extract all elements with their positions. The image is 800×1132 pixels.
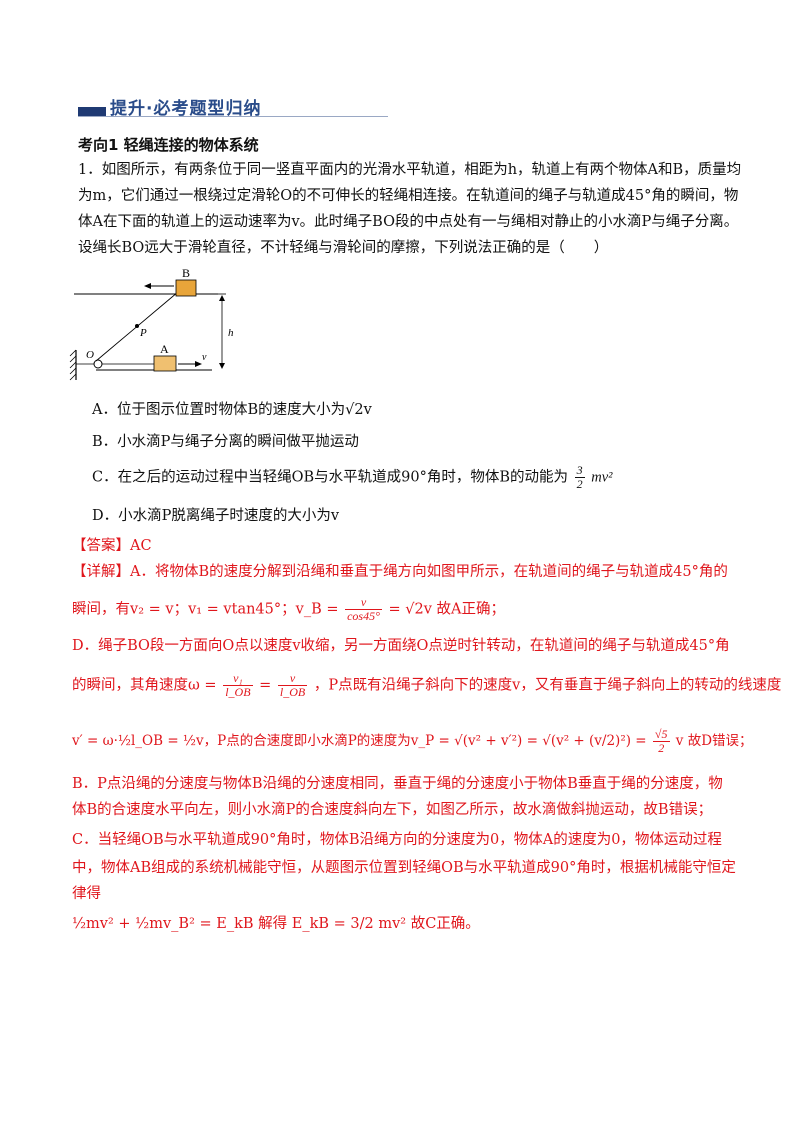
section-title: 考向1 轻绳连接的物体系统 — [78, 136, 259, 154]
option-a: A．位于图示位置时物体B的速度大小为√2v — [92, 402, 372, 418]
label-p: P — [139, 327, 147, 339]
detail-b-line-1: B．P点沿绳的分速度与物体B沿绳的分速度相同，垂直于绳的分速度小于物体B垂直于绳… — [72, 776, 723, 792]
block-b — [175, 279, 197, 297]
detail-c-line-1: C．当轻绳OB与水平轨道成90°角时，物体B沿绳方向的分速度为0，物体A的速度为… — [72, 832, 722, 848]
label-o: O — [86, 349, 94, 361]
banner-underline — [78, 116, 388, 117]
wall-hatch — [69, 349, 77, 381]
detail-c-line-2: 中，物体AB组成的系统机械能守恒，从题图示位置到轻绳OB与水平轨道成90°角时，… — [72, 860, 736, 876]
problem-figure: B A v P O h — [69, 266, 234, 381]
banner-title: 提升·必考题型归纳 — [110, 99, 262, 119]
detail-c-line-4: ½mv² + ½mv_B² = E_kB 解得 E_kB = 3/2 mv² 故… — [72, 916, 480, 932]
label-v: v — [202, 352, 207, 363]
question-line-4: 设绳长BO远大于滑轮直径，不计轻绳与滑轮间的摩擦，下列说法正确的是（ ） — [78, 240, 609, 256]
detail-c-line-3: 律得 — [72, 886, 101, 902]
question-line-1: 1．如图所示，有两条位于同一竖直平面内的光滑水平轨道，相距为h，轨道上有两个物体… — [78, 162, 742, 178]
block-a — [153, 355, 177, 372]
option-c-tail: mv² — [591, 469, 613, 486]
option-d: D．小水滴P脱离绳子时速度的大小为v — [92, 508, 340, 524]
detail-d-line-1: D．绳子BO段一方面向O点以速度v收缩，另一方面绕O点逆时针转动，在轨道间的绳子… — [72, 638, 730, 654]
banner-bar — [78, 107, 106, 116]
droplet-p — [135, 324, 139, 328]
detail-d-line-3: v′ = ω·½l_OB = ½v，P点的合速度即小水滴P的速度为v_P = √… — [72, 727, 753, 755]
label-h: h — [228, 327, 234, 339]
option-c-text: C．在之后的运动过程中当轻绳OB与水平轨道成90°角时，物体B的动能为 — [92, 469, 568, 486]
question-line-2: 为m，它们通过一根绕过定滑轮O的不可伸长的轻绳相连接。在轨道间的绳子与轨道成45… — [78, 188, 739, 204]
label-b: B — [182, 266, 190, 280]
section-banner: 提升·必考题型归纳 — [78, 94, 388, 120]
detail-b-line-2: 体B的合速度水平向左，则小水滴P的合速度斜向左下，如图乙所示，故水滴做斜抛运动，… — [72, 802, 713, 818]
label-a: A — [160, 342, 169, 356]
answer-label: 【答案】AC — [72, 538, 152, 554]
detail-a-line-1: 【详解】A．将物体B的速度分解到沿绳和垂直于绳方向如图甲所示，在轨道间的绳子与轨… — [72, 564, 728, 580]
question-line-3: 体A在下面的轨道上的运动速率为v。此时绳子BO段的中点处有一与绳相对静止的小水滴… — [78, 214, 739, 230]
option-b: B．小水滴P与绳子分离的瞬间做平抛运动 — [92, 434, 359, 450]
pulley — [93, 359, 103, 369]
